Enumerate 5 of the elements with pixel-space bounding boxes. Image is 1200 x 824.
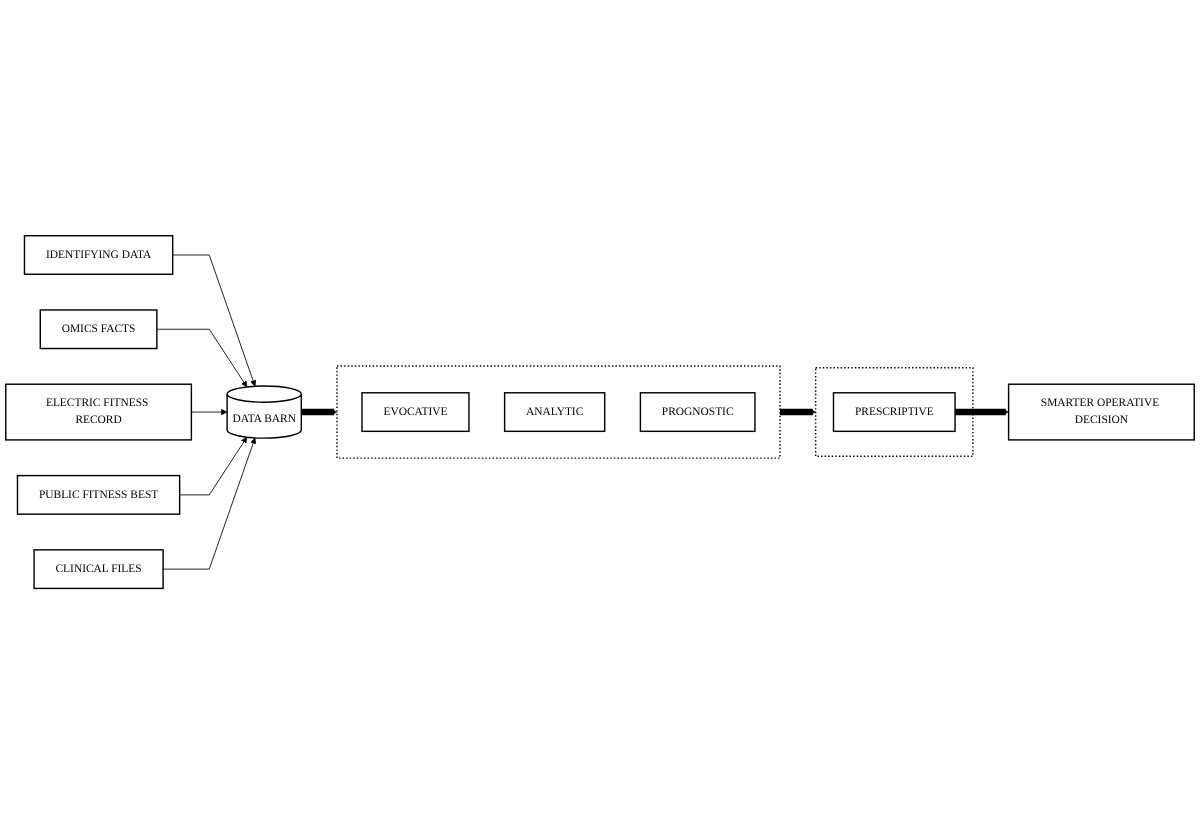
arrow (955, 408, 1009, 416)
cluster (336, 365, 781, 459)
arrow (301, 408, 338, 416)
cluster (814, 367, 974, 457)
arrow (779, 408, 816, 416)
